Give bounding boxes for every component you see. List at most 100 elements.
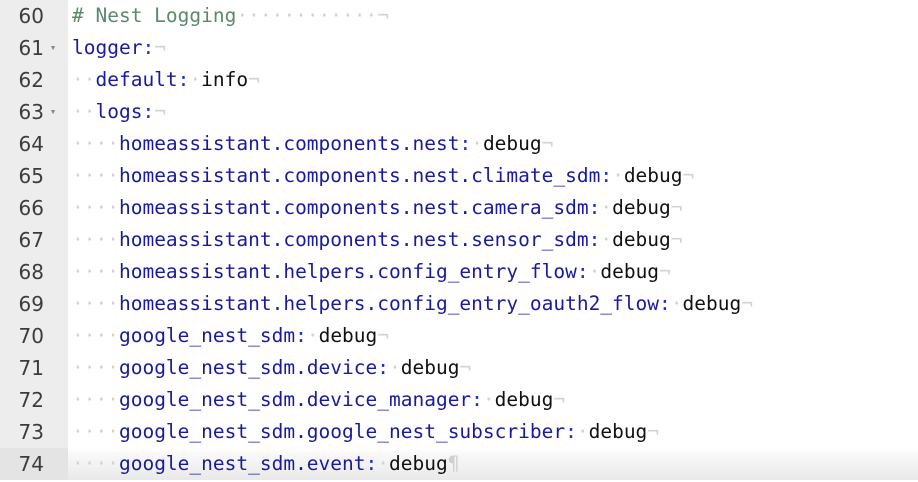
line-end-marker-icon: ¬: [659, 260, 671, 283]
code-text[interactable]: ····google_nest_sdm.device_manager:·debu…: [68, 384, 918, 416]
yaml-colon: :: [659, 292, 671, 315]
code-text[interactable]: ····homeassistant.components.nest.camera…: [68, 192, 918, 224]
yaml-key: homeassistant.components.nest: [118, 132, 460, 155]
line-end-marker-icon: ¬: [459, 356, 472, 379]
line-gutter[interactable]: 66: [0, 192, 68, 224]
line-gutter[interactable]: 60: [0, 0, 68, 32]
code-text[interactable]: ··logs:¬: [68, 96, 918, 128]
yaml-value: debug: [612, 196, 671, 219]
line-number: 71: [18, 356, 44, 380]
code-text[interactable]: ····google_nest_sdm.google_nest_subscrib…: [68, 416, 918, 448]
yaml-colon: :: [142, 36, 155, 59]
line-end-marker-icon: ¬: [377, 4, 390, 27]
line-gutter[interactable]: 67: [0, 224, 68, 256]
code-text[interactable]: ····google_nest_sdm.device:·debug¬: [68, 352, 918, 384]
line-gutter[interactable]: 62: [0, 64, 68, 96]
yaml-colon: :: [600, 164, 613, 187]
code-text[interactable]: ····homeassistant.components.nest:·debug…: [68, 128, 918, 160]
space-dot: ·: [576, 420, 589, 443]
indent-whitespace-dots: ····: [72, 452, 119, 475]
line-number: 69: [18, 292, 44, 316]
comment-text: # Nest Logging: [72, 4, 237, 27]
yaml-value: debug: [389, 452, 448, 475]
line-gutter[interactable]: 71: [0, 352, 68, 384]
code-text[interactable]: logger:¬: [68, 32, 918, 64]
indent-whitespace-dots: ····: [72, 228, 119, 251]
yaml-key: google_nest_sdm.device_manager: [118, 388, 472, 411]
code-line[interactable]: 70····google_nest_sdm:·debug¬: [0, 320, 918, 352]
indent-whitespace-dots: ····: [72, 196, 119, 219]
line-gutter[interactable]: 64: [0, 128, 68, 160]
line-gutter[interactable]: 74: [0, 448, 68, 480]
line-end-marker-icon: ¬: [154, 100, 166, 123]
yaml-key: google_nest_sdm.device: [118, 356, 378, 379]
line-number: 62: [18, 68, 44, 92]
code-line[interactable]: 63 ▾ ··logs:¬: [0, 96, 918, 128]
code-line[interactable]: 62 ··default:·info¬: [0, 64, 918, 96]
indent-whitespace-dots: ··: [72, 68, 96, 91]
yaml-value: info: [201, 68, 249, 91]
line-number: 67: [18, 228, 44, 252]
code-line[interactable]: 64····homeassistant.components.nest:·deb…: [0, 128, 918, 160]
code-text[interactable]: ··default:·info¬: [68, 64, 918, 96]
fold-triangle-icon[interactable]: ▾: [49, 105, 57, 118]
code-line[interactable]: 60# Nest Logging············¬: [0, 0, 918, 32]
space-dot: ·: [471, 132, 483, 155]
line-gutter[interactable]: 68: [0, 256, 68, 288]
line-number: 63: [18, 100, 44, 124]
code-line[interactable]: 66····homeassistant.components.nest.came…: [0, 192, 918, 224]
yaml-colon: :: [142, 100, 155, 123]
space-dot: ·: [600, 196, 613, 219]
code-line[interactable]: 72····google_nest_sdm.device_manager:·de…: [0, 384, 918, 416]
yaml-colon: :: [471, 388, 483, 411]
yaml-value: debug: [682, 292, 742, 315]
line-end-marker-icon: ¬: [682, 164, 695, 187]
line-number: 61: [18, 36, 44, 60]
yaml-value: debug: [612, 228, 671, 251]
yaml-colon: :: [295, 324, 307, 347]
indent-whitespace-dots: ····: [72, 324, 119, 347]
yaml-key: default: [95, 68, 178, 91]
code-line[interactable]: 71····google_nest_sdm.device:·debug¬: [0, 352, 918, 384]
yaml-key: google_nest_sdm.google_nest_subscriber: [118, 420, 566, 443]
indent-whitespace-dots: ··: [72, 100, 96, 123]
code-text[interactable]: ····google_nest_sdm.event:·debug¶: [68, 448, 918, 480]
fold-triangle-icon[interactable]: ▾: [49, 41, 57, 54]
code-line[interactable]: 68····homeassistant.helpers.config_entry…: [0, 256, 918, 288]
line-end-marker-icon: ¬: [741, 292, 753, 315]
code-line[interactable]: 65 ····homeassistant.components.nest.clim…: [0, 160, 918, 192]
line-gutter[interactable]: 65: [0, 160, 68, 192]
code-text[interactable]: ····homeassistant.components.nest.climat…: [68, 160, 918, 192]
yaml-value: debug: [623, 164, 683, 187]
line-gutter[interactable]: 70: [0, 320, 68, 352]
yaml-key: logger: [72, 36, 143, 59]
line-number: 73: [18, 420, 44, 444]
line-end-marker-icon: ¬: [541, 132, 554, 155]
space-dot: ·: [377, 452, 390, 475]
code-text[interactable]: # Nest Logging············¬: [68, 0, 918, 32]
line-gutter[interactable]: 72: [0, 384, 68, 416]
code-line[interactable]: 67 ····homeassistant.components.nest.sens…: [0, 224, 918, 256]
space-dot: ·: [389, 356, 401, 379]
yaml-colon: :: [576, 260, 589, 283]
code-text[interactable]: ····homeassistant.helpers.config_entry_o…: [68, 288, 918, 320]
code-line[interactable]: 61 ▾ logger:¬: [0, 32, 918, 64]
line-gutter[interactable]: 69: [0, 288, 68, 320]
line-gutter[interactable]: 63 ▾: [0, 96, 68, 128]
code-text[interactable]: ····homeassistant.components.nest.sensor…: [68, 224, 918, 256]
code-text[interactable]: ····google_nest_sdm:·debug¬: [68, 320, 918, 352]
line-number: 74: [18, 452, 44, 476]
code-line[interactable]: 74 ····google_nest_sdm.event:·debug¶: [0, 448, 918, 480]
code-line[interactable]: 69 ····homeassistant.helpers.config_entry…: [0, 288, 918, 320]
yaml-colon: :: [588, 228, 601, 251]
yaml-value: debug: [400, 356, 460, 379]
code-text[interactable]: ····homeassistant.helpers.config_entry_f…: [68, 256, 918, 288]
code-line[interactable]: 73 ····google_nest_sdm.google_nest_subscr…: [0, 416, 918, 448]
line-gutter[interactable]: 73: [0, 416, 68, 448]
line-gutter[interactable]: 61 ▾: [0, 32, 68, 64]
space-dot: ·: [588, 260, 601, 283]
line-number: 65: [18, 164, 44, 188]
line-end-marker-icon: ¬: [670, 196, 683, 219]
